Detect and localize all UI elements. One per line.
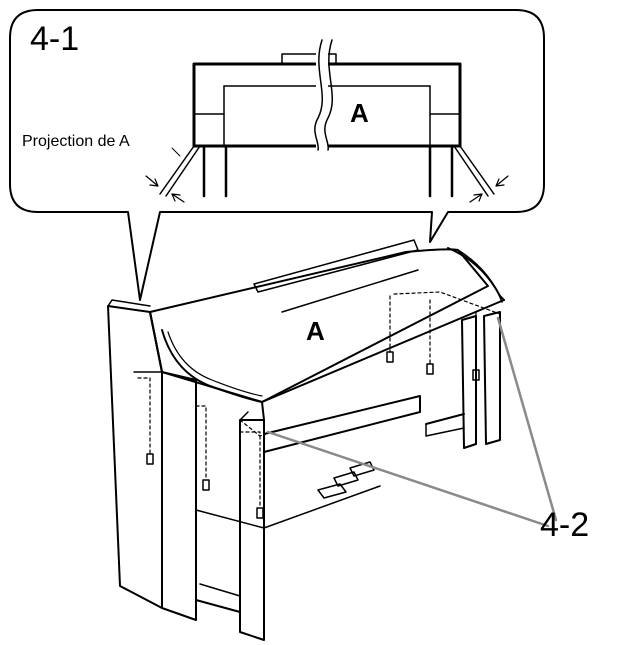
screws xyxy=(146,351,480,519)
pedal-left xyxy=(317,483,347,499)
piano-assembly xyxy=(107,239,505,641)
step-label-4-1: 4-1 xyxy=(30,20,80,58)
pedal-center xyxy=(333,471,359,487)
music-rest xyxy=(253,239,419,293)
projection-label: Projection de A xyxy=(22,133,130,150)
part-a-label-main: A xyxy=(306,316,325,346)
step-label-4-2: 4-2 xyxy=(540,506,590,544)
detail-front-view xyxy=(145,39,509,203)
screw-guides xyxy=(137,291,501,509)
leader-lines-4-2 xyxy=(266,316,558,528)
pedal-box xyxy=(263,395,421,453)
left-side-panel xyxy=(107,305,163,609)
detail-callout-bubble xyxy=(9,9,545,301)
part-a-label-detail: A xyxy=(350,98,369,128)
front-leg-right xyxy=(239,419,265,641)
